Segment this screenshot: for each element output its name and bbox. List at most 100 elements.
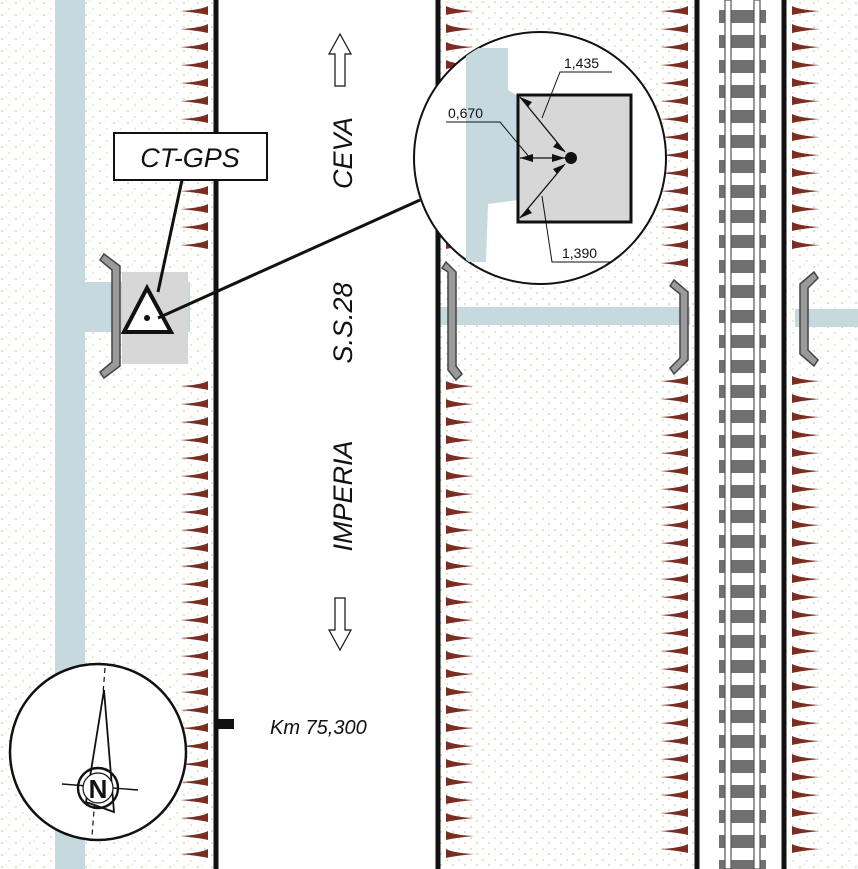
hedge-thorn: [446, 849, 474, 858]
hedge-thorn: [660, 412, 688, 421]
hedge-thorn: [660, 24, 688, 33]
hedge-thorn: [446, 489, 474, 498]
hedge-thorn: [446, 795, 474, 804]
hedge-thorn: [792, 186, 820, 195]
hedge-rows: [180, 6, 820, 858]
direction-south-label: IMPERIA: [328, 440, 358, 551]
hedge-thorn: [180, 651, 208, 660]
hedge-thorn: [792, 826, 820, 835]
hedge-thorn: [180, 669, 208, 678]
hedge-thorn: [660, 96, 688, 105]
hedge-thorn: [446, 831, 474, 840]
hedge-thorn: [180, 114, 208, 123]
hedge-thorn: [660, 628, 688, 637]
hedge-thorn: [792, 754, 820, 763]
hedge-thorn: [180, 633, 208, 642]
hedge-thorn: [446, 471, 474, 480]
culvert-east: [799, 270, 819, 368]
hedge-thorn: [446, 525, 474, 534]
hedge-thorn: [792, 222, 820, 231]
culvert-west: [99, 252, 121, 380]
hedge-thorn: [660, 168, 688, 177]
hedge-thorn: [660, 186, 688, 195]
detail-pillar: [516, 93, 633, 224]
hedge-thorn: [660, 132, 688, 141]
km-marker-label: Km 75,300: [270, 717, 367, 739]
hedge-thorn: [180, 525, 208, 534]
north-compass: N: [8, 662, 188, 842]
hedge-thorn: [660, 6, 688, 15]
hedge-thorn: [660, 754, 688, 763]
hedge-thorn: [180, 579, 208, 588]
culvert-rail: [668, 278, 689, 376]
hedge-thorn: [660, 376, 688, 385]
hedge-thorn: [180, 417, 208, 426]
hedge-thorn: [446, 669, 474, 678]
hedge-thorn: [180, 813, 208, 822]
km-marker-tick: [216, 719, 234, 729]
hedge-thorn: [792, 646, 820, 655]
hedge-thorn: [660, 790, 688, 799]
hedge-thorn: [792, 78, 820, 87]
hedge-thorn: [446, 723, 474, 732]
hedge-thorn: [446, 507, 474, 516]
hedge-thorn: [660, 826, 688, 835]
hedge-thorn: [660, 114, 688, 123]
hedge-thorn: [792, 60, 820, 69]
hedge-thorn: [792, 808, 820, 817]
hedge-thorn: [792, 664, 820, 673]
hedge-thorn: [792, 394, 820, 403]
detail-inset: 1,435 0,670 1,390: [413, 31, 667, 285]
hedge-thorn: [792, 150, 820, 159]
hedge-thorn: [660, 520, 688, 529]
hedge-thorn: [180, 471, 208, 480]
hedge-thorn: [660, 502, 688, 511]
hedge-thorn: [660, 394, 688, 403]
hedge-thorn: [180, 453, 208, 462]
hedge-thorn: [660, 592, 688, 601]
hedge-thorn: [792, 168, 820, 177]
road-name-label: S.S.28: [328, 282, 358, 363]
hedge-thorn: [660, 700, 688, 709]
hedge-thorn: [660, 772, 688, 781]
hedge-thorn: [446, 651, 474, 660]
hedge-thorn: [446, 777, 474, 786]
hedge-thorn: [446, 561, 474, 570]
dimension-left: 0,670: [448, 105, 483, 121]
hedge-thorn: [792, 24, 820, 33]
hedge-thorn: [792, 502, 820, 511]
gps-station-triangle: [120, 283, 175, 334]
hedge-thorn: [660, 538, 688, 547]
hedge-thorn: [180, 381, 208, 390]
hedge-thorn: [180, 507, 208, 516]
hedge-thorn: [660, 150, 688, 159]
label-leader: [156, 179, 184, 293]
detail-center-point: [565, 152, 577, 164]
hedge-thorn: [446, 633, 474, 642]
hedge-thorn: [180, 597, 208, 606]
hedge-thorn: [792, 556, 820, 565]
hedge-thorn: [446, 6, 474, 15]
hedge-thorn: [660, 484, 688, 493]
hedge-thorn: [792, 376, 820, 385]
hedge-thorn: [446, 417, 474, 426]
rail-tie: [719, 860, 766, 869]
hedge-thorn: [446, 435, 474, 444]
hedge-thorn: [180, 435, 208, 444]
hedge-thorn: [180, 96, 208, 105]
hedge-thorn: [446, 741, 474, 750]
hedge-thorn: [660, 240, 688, 249]
hedge-thorn: [792, 6, 820, 15]
hedge-thorn: [446, 813, 474, 822]
arrow-north-icon: [327, 32, 353, 87]
hedge-thorn: [446, 42, 474, 51]
hedge-thorn: [660, 222, 688, 231]
hedge-thorn: [792, 114, 820, 123]
hedge-thorn: [660, 682, 688, 691]
hedge-thorn: [180, 849, 208, 858]
hedge-thorn: [660, 466, 688, 475]
hedge-thorn: [792, 466, 820, 475]
hedge-thorn: [792, 520, 820, 529]
hedge-thorn: [180, 60, 208, 69]
hedge-thorn: [660, 42, 688, 51]
